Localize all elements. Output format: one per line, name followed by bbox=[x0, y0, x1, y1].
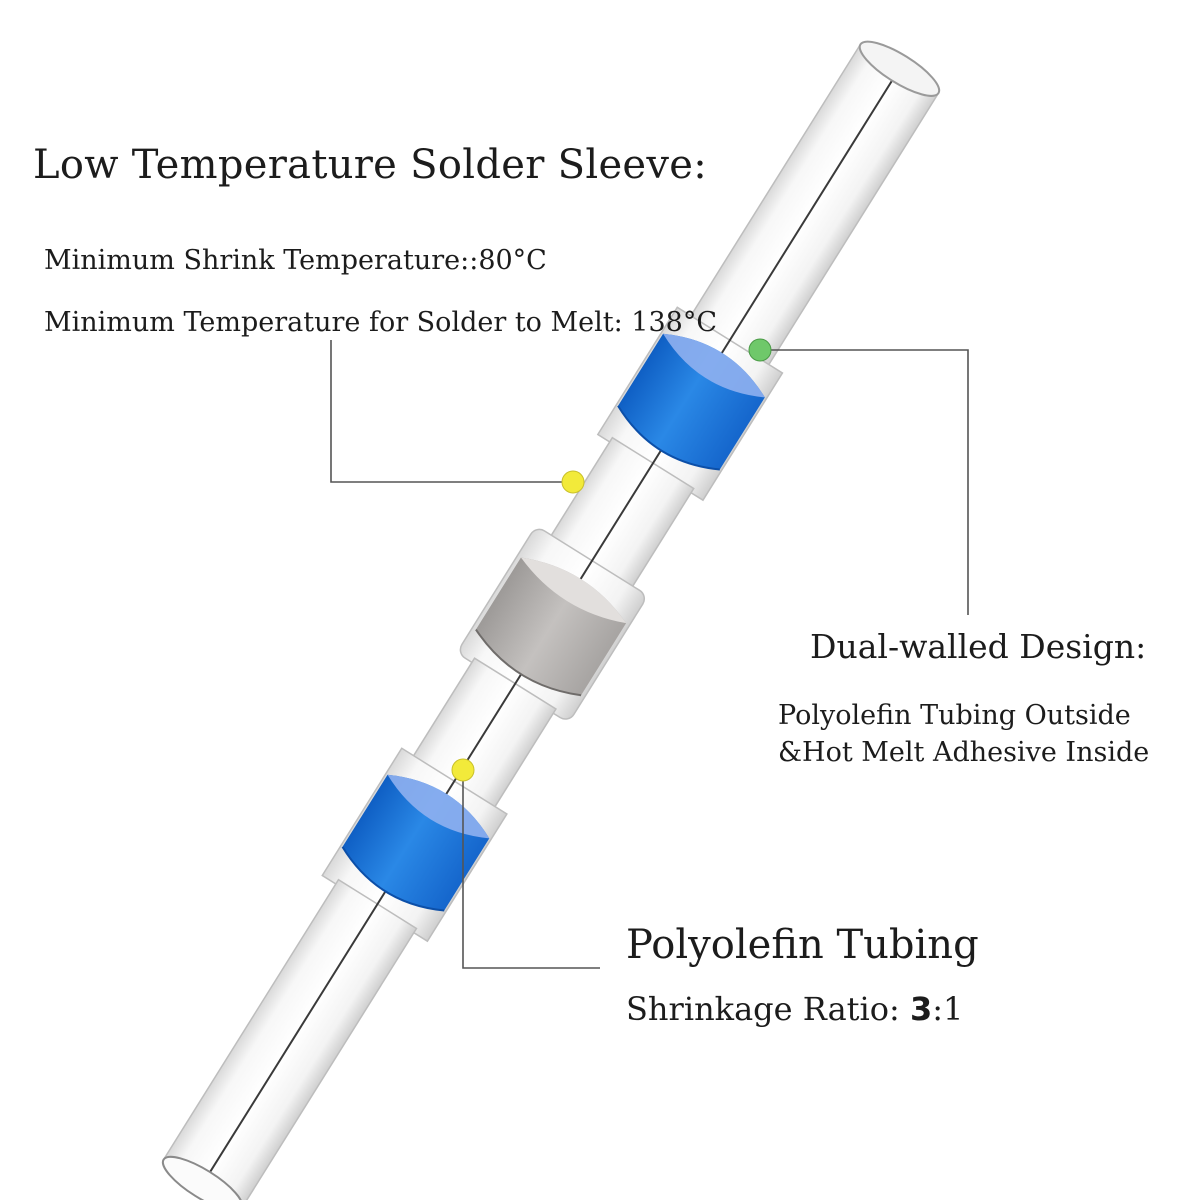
dual-walled-line1: Polyolefin Tubing Outside bbox=[778, 700, 1131, 731]
top-adhesive-ring bbox=[617, 333, 765, 471]
adhesive-marker-dot bbox=[748, 338, 772, 362]
shrinkage-ratio: Shrinkage Ratio: 3:1 bbox=[626, 990, 963, 1028]
dual-walled-line2: &Hot Melt Adhesive Inside bbox=[778, 737, 1150, 768]
tube-group bbox=[161, 40, 941, 1200]
leader-lines bbox=[330, 340, 969, 969]
leader-solder bbox=[330, 340, 573, 483]
polyolefin-heading: Polyolefin Tubing bbox=[626, 922, 979, 968]
shrinkage-ratio-rest: :1 bbox=[932, 990, 964, 1028]
tubing-marker-dot bbox=[451, 758, 475, 782]
solder-ring bbox=[475, 557, 627, 697]
shrink-temp-label: Minimum Shrink Temperature::80°C bbox=[44, 245, 547, 276]
solder-melt-label: Minimum Temperature for Solder to Melt: … bbox=[44, 307, 717, 338]
shrinkage-ratio-label: Shrinkage Ratio: bbox=[626, 990, 910, 1028]
dual-walled-heading: Dual-walled Design: bbox=[810, 627, 1147, 666]
leader-polyolefin bbox=[462, 770, 600, 969]
leader-dual-walled bbox=[760, 349, 969, 615]
tube-bottom-opening bbox=[161, 1155, 244, 1200]
solder-marker-dot bbox=[561, 470, 585, 494]
page-title: Low Temperature Solder Sleeve: bbox=[33, 142, 708, 188]
bottom-adhesive-ring bbox=[341, 774, 490, 912]
tube-top-opening bbox=[858, 40, 941, 97]
shrinkage-ratio-number: 3 bbox=[909, 990, 933, 1028]
